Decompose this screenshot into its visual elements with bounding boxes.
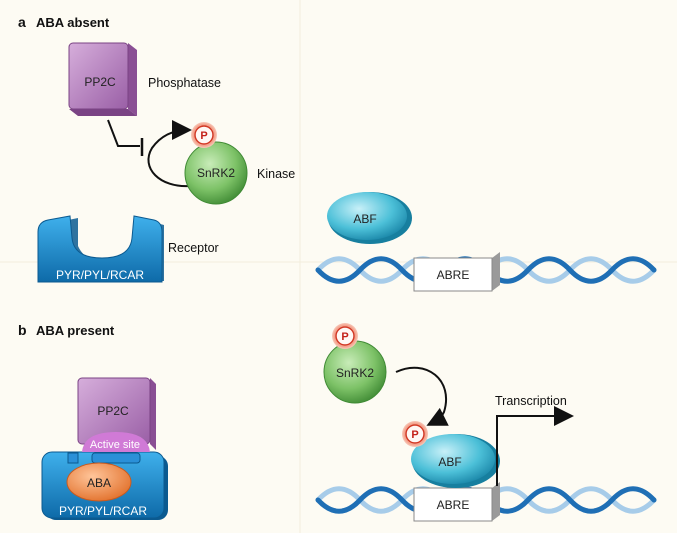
- phosphatase-label: Phosphatase: [148, 76, 221, 90]
- autophosphorylation-arrow: [147, 120, 192, 188]
- panel-b: b ABA present PYR/PYL/RCAR PP2C Active s…: [18, 322, 657, 522]
- abf-label: ABF: [353, 212, 376, 226]
- panel-a-title: ABA absent: [36, 15, 110, 30]
- phosphate-label-abf: P: [411, 429, 418, 441]
- active-site: Active site: [82, 432, 150, 452]
- phosphorylation-arrow: [395, 366, 449, 426]
- panel-b-title: ABA present: [36, 323, 115, 338]
- phosphate-label: P: [200, 130, 207, 142]
- panel-b-letter: b: [18, 322, 27, 338]
- phosphate-badge-snrk2: P: [332, 323, 358, 349]
- receptor-lid-left: [67, 452, 79, 464]
- receptor-name-label-b: PYR/PYL/RCAR: [59, 504, 147, 518]
- snrk2-label-b: SnRK2: [336, 366, 374, 380]
- abf-protein-bound: ABF: [411, 434, 500, 488]
- panel-a-letter: a: [18, 14, 26, 30]
- transcription-arrow: [496, 406, 574, 486]
- receptor-protein: PYR/PYL/RCAR: [37, 215, 164, 283]
- receptor-name-label: PYR/PYL/RCAR: [56, 268, 144, 282]
- receptor-label: Receptor: [168, 241, 219, 255]
- snrk2-kinase-b: SnRK2: [323, 340, 387, 404]
- abf-protein: ABF: [327, 192, 412, 244]
- phosphate-label-snrk2: P: [341, 331, 348, 343]
- phosphate-badge-abf: P: [402, 421, 428, 447]
- pp2c-protein-bound: PP2C: [77, 377, 156, 450]
- aba-ligand: ABA: [66, 462, 132, 502]
- phosphate-badge: P: [191, 122, 217, 148]
- abre-label-bottom: ABRE: [437, 498, 470, 512]
- aba-label: ABA: [87, 476, 111, 490]
- snrk2-kinase: SnRK2: [184, 141, 248, 205]
- pp2c-label: PP2C: [84, 75, 116, 89]
- inhibition-line: [107, 119, 140, 147]
- abf-label-b: ABF: [438, 455, 461, 469]
- snrk2-label: SnRK2: [197, 166, 235, 180]
- receptor-lid: [91, 452, 141, 464]
- pp2c-protein: PP2C: [68, 42, 137, 116]
- abre-box-top: ABRE: [413, 252, 500, 292]
- panel-a: a ABA absent PP2C Phosphatase SnRK2 P Ki…: [18, 14, 657, 292]
- active-site-label: Active site: [90, 439, 140, 451]
- kinase-label: Kinase: [257, 167, 295, 181]
- pp2c-label-b: PP2C: [97, 404, 129, 418]
- abre-box-bottom: ABRE: [413, 482, 500, 522]
- transcription-label: Transcription: [495, 394, 567, 408]
- abre-label-top: ABRE: [437, 268, 470, 282]
